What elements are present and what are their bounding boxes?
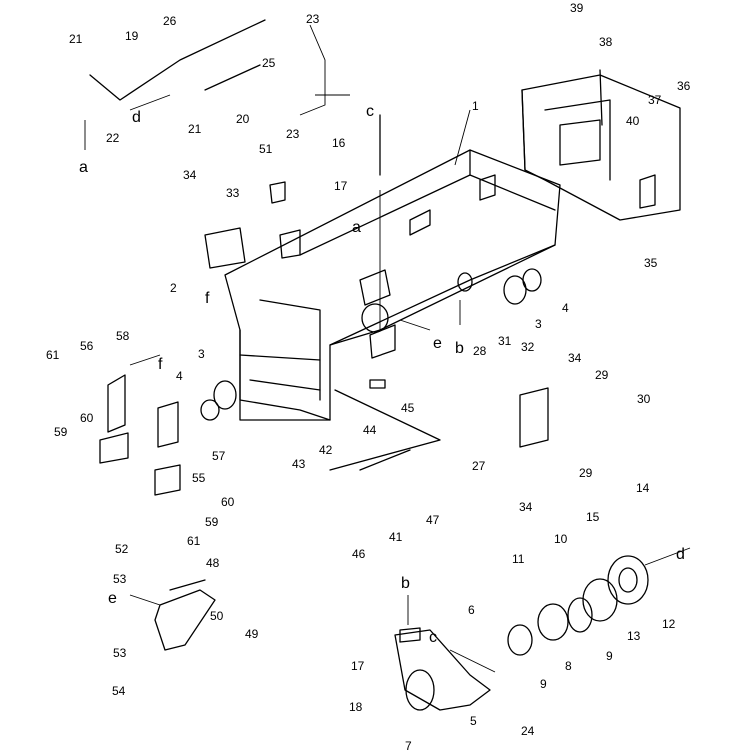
callout-48: 48 <box>206 556 220 570</box>
callout-17: 17 <box>334 179 348 193</box>
callout-36: 36 <box>677 79 691 93</box>
callout-32: 32 <box>521 340 535 354</box>
part-callouts: 1 2 3 3 4 4 5 6 7 8 9 9 10 11 12 13 14 1… <box>46 1 691 750</box>
callout-43: 43 <box>292 457 306 471</box>
callout-38: 38 <box>599 35 613 49</box>
ref-b: b <box>401 575 410 592</box>
counterweight <box>521 74 681 221</box>
callout-52: 52 <box>115 542 129 556</box>
callout-50: 50 <box>210 609 224 623</box>
callout-58: 58 <box>116 329 130 343</box>
ref-c: c <box>366 103 374 120</box>
callout-14: 14 <box>636 481 650 495</box>
disc-set <box>507 555 649 656</box>
callout-8: 8 <box>565 659 572 673</box>
ref-f: f <box>205 290 210 307</box>
callout-45: 45 <box>401 401 415 415</box>
callout-30: 30 <box>637 392 651 406</box>
callout-19: 19 <box>125 29 139 43</box>
ref-d: d <box>132 109 141 126</box>
callout-13: 13 <box>627 629 641 643</box>
plate-and-pins <box>200 69 603 471</box>
callout-60: 60 <box>80 411 94 425</box>
callout-31: 31 <box>498 334 512 348</box>
callout-9: 9 <box>540 677 547 691</box>
callout-21: 21 <box>69 32 83 46</box>
callout-22: 22 <box>106 131 120 145</box>
callout-53: 53 <box>113 646 127 660</box>
callout-60: 60 <box>221 495 235 509</box>
ref-e: e <box>433 335 442 352</box>
callout-3: 3 <box>535 317 542 331</box>
callout-42: 42 <box>319 443 333 457</box>
callout-56: 56 <box>80 339 94 353</box>
callout-35: 35 <box>644 256 658 270</box>
callout-37: 37 <box>648 93 662 107</box>
callout-18: 18 <box>349 700 363 714</box>
callout-29: 29 <box>579 466 593 480</box>
callout-34: 34 <box>183 168 197 182</box>
ref-b: b <box>455 340 464 357</box>
callout-24: 24 <box>521 724 535 738</box>
callout-10: 10 <box>554 532 568 546</box>
axle-bracket <box>394 627 491 711</box>
callout-16: 16 <box>332 136 346 150</box>
callout-23: 23 <box>306 12 320 26</box>
callout-11: 11 <box>512 552 525 566</box>
callout-54: 54 <box>112 684 126 698</box>
callout-39: 39 <box>570 1 584 15</box>
callout-55: 55 <box>192 471 206 485</box>
callout-21: 21 <box>188 122 202 136</box>
callout-12: 12 <box>662 617 676 631</box>
callout-61: 61 <box>187 534 201 548</box>
pad-set <box>99 374 181 496</box>
reference-letters: a a b b c c d d e e f f <box>79 103 685 646</box>
ref-f: f <box>158 356 163 373</box>
callout-7: 7 <box>405 739 412 750</box>
callout-23: 23 <box>286 127 300 141</box>
ref-d: d <box>676 546 685 563</box>
callout-59: 59 <box>54 425 68 439</box>
callout-57: 57 <box>212 449 226 463</box>
leader-lines <box>84 24 691 673</box>
callout-20: 20 <box>236 112 250 126</box>
ref-c: c <box>429 629 437 646</box>
callout-1: 1 <box>472 99 479 113</box>
callout-33: 33 <box>226 186 240 200</box>
callout-34: 34 <box>568 351 582 365</box>
callout-9: 9 <box>606 649 613 663</box>
callout-4: 4 <box>562 301 569 315</box>
callout-59: 59 <box>205 515 219 529</box>
callout-3: 3 <box>198 347 205 361</box>
left-bracket <box>154 579 216 651</box>
ref-a: a <box>352 219 361 236</box>
ref-a: a <box>79 159 88 176</box>
callout-29: 29 <box>595 368 609 382</box>
callout-53: 53 <box>113 572 127 586</box>
callout-26: 26 <box>163 14 177 28</box>
callout-34: 34 <box>519 500 533 514</box>
callout-27: 27 <box>472 459 486 473</box>
callout-41: 41 <box>389 530 403 544</box>
callout-5: 5 <box>470 714 477 728</box>
callout-6: 6 <box>468 603 475 617</box>
callout-28: 28 <box>473 344 487 358</box>
callout-44: 44 <box>363 423 377 437</box>
callout-51: 51 <box>259 142 273 156</box>
callout-47: 47 <box>426 513 440 527</box>
callout-49: 49 <box>245 627 259 641</box>
pipe-set <box>89 19 266 101</box>
callout-25: 25 <box>262 56 276 70</box>
callout-4: 4 <box>176 369 183 383</box>
main-frame <box>224 109 561 421</box>
callout-40: 40 <box>626 114 640 128</box>
callout-15: 15 <box>586 510 600 524</box>
callout-17: 17 <box>351 659 365 673</box>
ref-e: e <box>108 590 117 607</box>
callout-61: 61 <box>46 348 60 362</box>
callout-2: 2 <box>170 281 177 295</box>
callout-46: 46 <box>352 547 366 561</box>
